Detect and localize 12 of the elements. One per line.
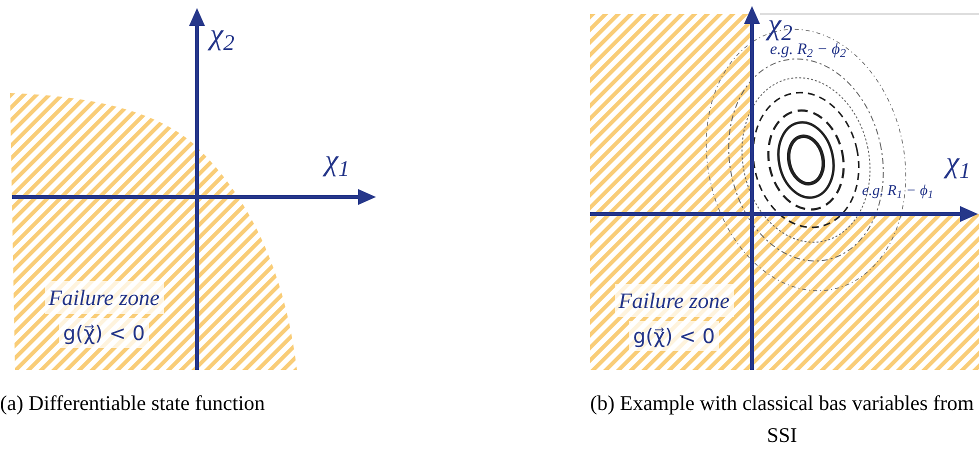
hatched-region: [590, 14, 979, 370]
region-label: Failure zone: [614, 284, 734, 317]
region-label: g(χ⃗) < 0: [58, 318, 150, 348]
variable-example: e.g. R$_{1}$ − ϕ$_{1}$: [862, 182, 934, 202]
region-label: Failure zone: [44, 281, 164, 314]
hatched-region: [10, 93, 300, 371]
axis-label: χ$_{1}$: [946, 140, 979, 185]
region-label: g(χ⃗) < 0: [628, 321, 720, 351]
axis-label: χ$_{1}$: [325, 138, 385, 183]
axis-label: χ$_{2}$: [210, 12, 270, 57]
figure-caption: (b) Example with classical bas variables from SSI: [589, 390, 975, 448]
figure-caption: (a) Differentiable state function: [0, 390, 266, 417]
